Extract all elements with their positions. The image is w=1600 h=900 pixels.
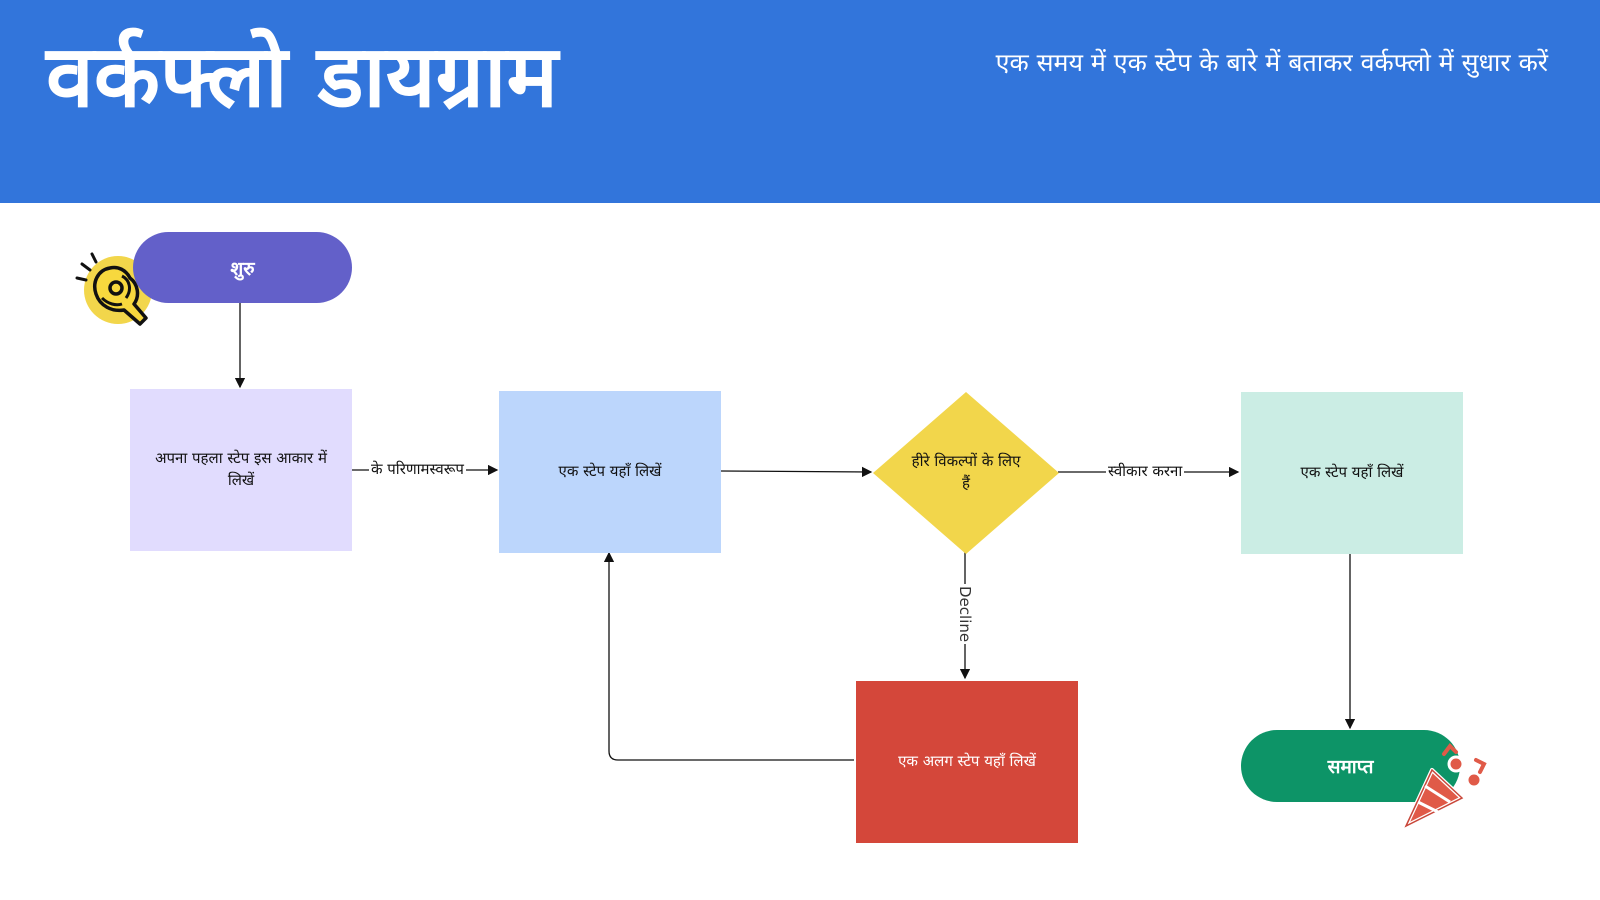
step1-node-label: अपना पहला स्टेप इस आकार में लिखें [155, 449, 327, 489]
decision-node-label: हीरे विकल्पों के लिए हैं [911, 452, 1021, 492]
step1-node[interactable]: अपना पहला स्टेप इस आकार में लिखें [130, 389, 352, 551]
alt-step-node[interactable]: एक अलग स्टेप यहाँ लिखें [856, 681, 1078, 843]
start-node[interactable]: शुरु [133, 232, 352, 303]
party-popper-icon [1398, 740, 1490, 832]
step2-node-label: एक स्टेप यहाँ लिखें [558, 462, 662, 481]
edge-label-decline: Decline [956, 584, 974, 645]
edge-label-accept: स्वीकार करना [1106, 461, 1185, 481]
decision-diamond[interactable] [873, 392, 1059, 554]
page-title: वर्कफ्लो डायग्राम [46, 27, 558, 127]
edge-label-result: के परिणामस्वरूप [369, 459, 466, 479]
alt-step-node-label: एक अलग स्टेप यहाँ लिखें [898, 752, 1036, 771]
decision-node-label-box: हीरे विकल्पों के लिए हैं [908, 432, 1024, 514]
connector-alt-to-step2 [603, 551, 854, 761]
page-subtitle: एक समय में एक स्टेप के बारे में बताकर वर… [995, 48, 1548, 77]
start-node-label: शुरु [230, 257, 255, 280]
header-banner: वर्कफ्लो डायग्राम एक समय में एक स्टेप के… [0, 0, 1600, 203]
step2-node[interactable]: एक स्टेप यहाँ लिखें [499, 391, 721, 553]
end-node-label: समाप्त [1327, 756, 1374, 778]
step3-node[interactable]: एक स्टेप यहाँ लिखें [1241, 392, 1463, 554]
connector-step2-to-decision [720, 466, 873, 478]
step3-node-label: एक स्टेप यहाँ लिखें [1300, 463, 1404, 482]
